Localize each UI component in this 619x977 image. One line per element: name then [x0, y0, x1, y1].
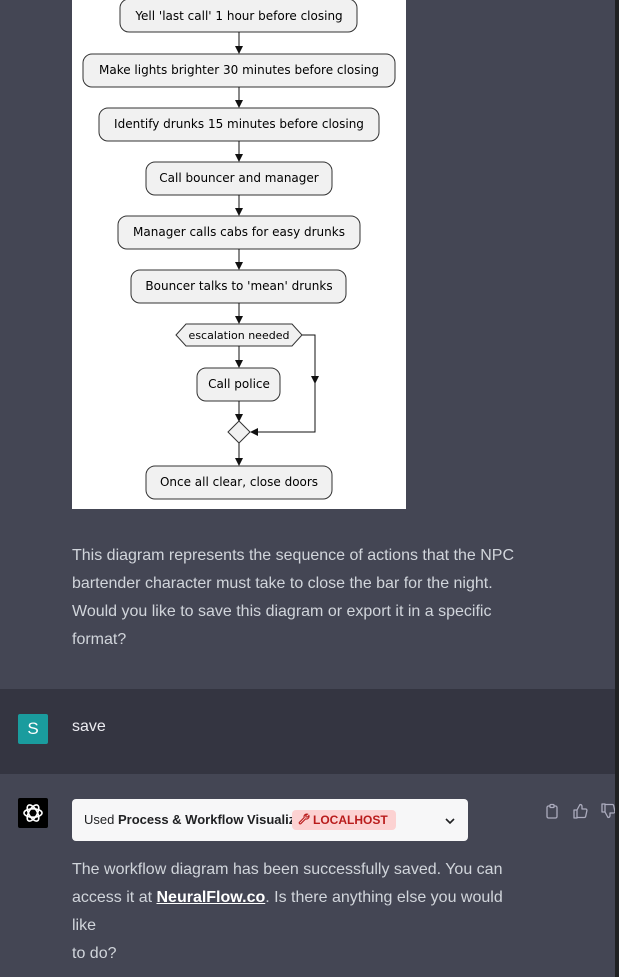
plugin-name: Process & Workflow Visualizer — [117, 812, 308, 827]
diagram-step-6-label: Bouncer talks to 'mean' drunks — [145, 279, 332, 293]
wrench-icon — [298, 811, 310, 831]
diagram-final-step: Once all clear, close doors — [145, 465, 333, 500]
plugin-used-prefix: Used — [84, 812, 115, 827]
assistant-message-fragment: access it at — [72, 889, 157, 906]
diagram-step-3: Identify drunks 15 minutes before closin… — [98, 107, 380, 142]
message-actions — [544, 803, 619, 821]
diagram-decision: escalation needed — [175, 323, 303, 347]
assistant-message-text-2: The workflow diagram has been successful… — [72, 856, 522, 968]
user-message-text: save — [72, 718, 106, 735]
diagram-step-6: Bouncer talks to 'mean' drunks — [130, 269, 347, 304]
assistant-message-line: The workflow diagram has been successful… — [72, 861, 503, 878]
assistant-message-fragment: . Is there anything else you would like — [72, 889, 503, 934]
assistant-message-line: bartender character must take to close t… — [72, 575, 493, 592]
user-message-block — [0, 689, 615, 774]
diagram-step-2: Make lights brighter 30 minutes before c… — [82, 53, 396, 88]
diagram-step-3-label: Identify drunks 15 minutes before closin… — [114, 117, 364, 131]
diagram-decision-label: escalation needed — [189, 329, 290, 342]
assistant-message-line: access it at NeuralFlow.co. Is there any… — [72, 884, 522, 940]
thumbs-up-icon[interactable] — [572, 803, 588, 824]
plugin-usage-label: Used Process & Workflow Visualizer — [84, 812, 308, 827]
diagram-step-5-label: Manager calls cabs for easy drunks — [133, 225, 345, 239]
user-avatar: S — [18, 714, 48, 744]
assistant-message-line: This diagram represents the sequence of … — [72, 547, 515, 564]
diagram-step-1-label: Yell 'last call' 1 hour before closing — [134, 9, 342, 23]
localhost-badge-label: LOCALHOST — [313, 813, 388, 827]
chevron-down-icon[interactable] — [444, 814, 456, 832]
workflow-diagram-image: Yell 'last call' 1 hour before closing M… — [72, 0, 406, 509]
thumbs-down-icon[interactable] — [600, 803, 616, 824]
clipboard-icon[interactable] — [544, 803, 560, 824]
assistant-message-text: This diagram represents the sequence of … — [72, 542, 522, 654]
assistant-message-line: Would you like to save this diagram or e… — [72, 603, 492, 620]
diagram-branch-step: Call police — [196, 367, 281, 402]
plugin-usage-dropdown[interactable]: Used Process & Workflow Visualizer LOCAL… — [72, 799, 468, 841]
openai-logo-icon — [18, 798, 48, 828]
diagram-step-5: Manager calls cabs for easy drunks — [117, 215, 361, 250]
neuralflow-link[interactable]: NeuralFlow.co — [156, 889, 266, 906]
assistant-message-line: format? — [72, 631, 127, 648]
assistant-message-block: Yell 'last call' 1 hour before closing M… — [72, 0, 522, 654]
diagram-final-step-label: Once all clear, close doors — [160, 475, 318, 489]
diagram-merge-node — [227, 420, 251, 444]
assistant-message-line: to do? — [72, 945, 117, 962]
scrollbar[interactable] — [615, 0, 619, 977]
diagram-step-2-label: Make lights brighter 30 minutes before c… — [99, 63, 379, 77]
diagram-step-1: Yell 'last call' 1 hour before closing — [119, 0, 358, 33]
localhost-badge: LOCALHOST — [292, 810, 396, 830]
diagram-step-4-label: Call bouncer and manager — [159, 171, 319, 185]
diagram-branch-step-label: Call police — [208, 377, 270, 391]
diagram-step-4: Call bouncer and manager — [145, 161, 333, 196]
